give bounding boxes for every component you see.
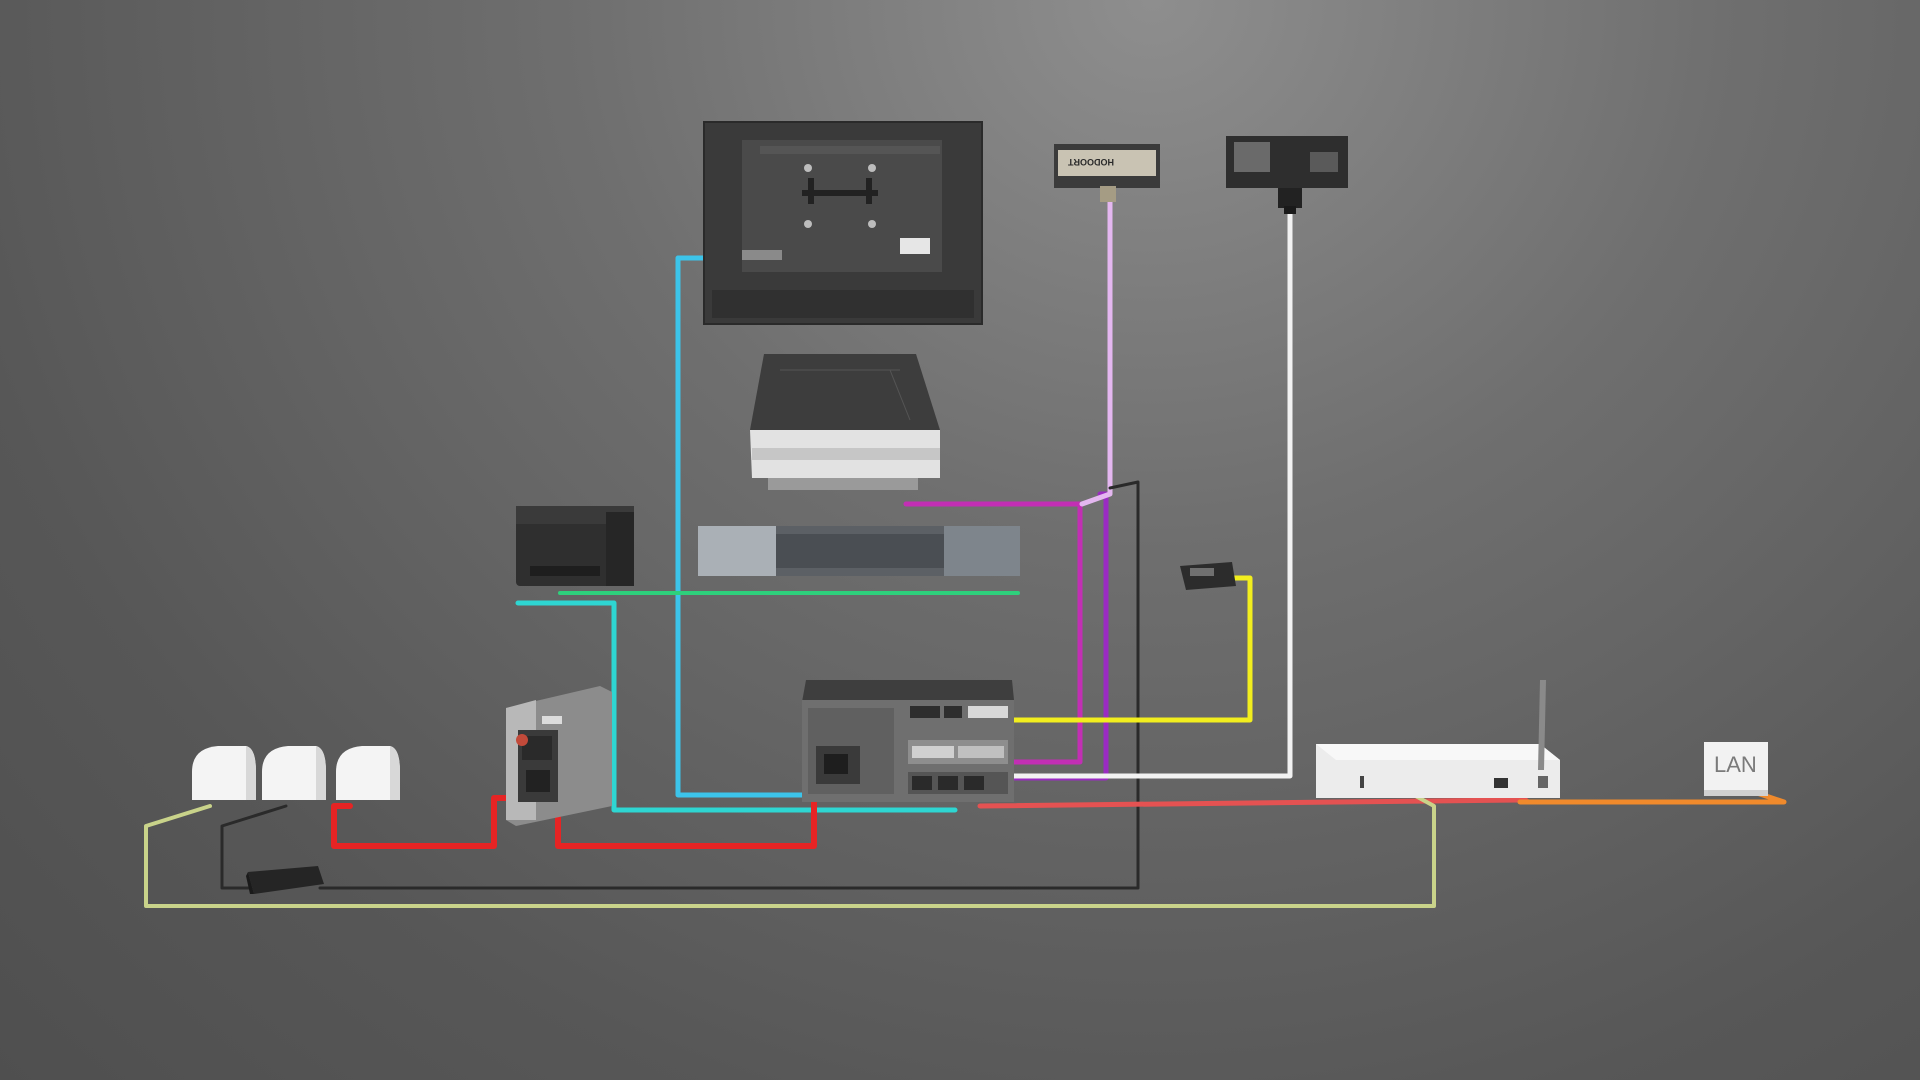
cable-plug-to-ups — [331, 795, 531, 849]
pos-computer[interactable] — [802, 680, 1014, 802]
cable-card-reader-to-pc — [957, 575, 1253, 723]
card-reader[interactable] — [1180, 562, 1236, 590]
cable-router-power — [144, 780, 1436, 908]
receipt-printer[interactable] — [516, 506, 634, 586]
wall-plug-2[interactable] — [262, 746, 326, 800]
wall-plug-3[interactable] — [336, 746, 400, 800]
cable-customer-display — [1079, 197, 1113, 507]
wall-plug-1[interactable] — [192, 746, 256, 800]
barcode-scanner[interactable] — [1226, 136, 1348, 214]
cable-scanner-to-pc — [997, 207, 1293, 779]
cable-plug-to-adapter — [220, 804, 288, 890]
lan-wall-socket[interactable]: LAN — [1704, 742, 1768, 796]
cable-adapter-power — [318, 480, 1140, 890]
power-adapter[interactable] — [246, 866, 324, 894]
lan-label: LAN — [1714, 752, 1757, 777]
ups[interactable] — [506, 686, 612, 826]
cable-pc-to-router — [977, 797, 1523, 809]
cable-scale-to-pc — [903, 501, 1083, 765]
monitor[interactable] — [703, 121, 983, 325]
cash-drawer[interactable] — [698, 526, 1020, 576]
scale[interactable] — [750, 354, 940, 490]
router[interactable] — [1316, 680, 1560, 798]
cable-printer-to-pc — [515, 600, 958, 813]
customer-display[interactable]: HODOORT — [1054, 144, 1160, 202]
display-brand-label: HODOORT — [1068, 157, 1115, 167]
